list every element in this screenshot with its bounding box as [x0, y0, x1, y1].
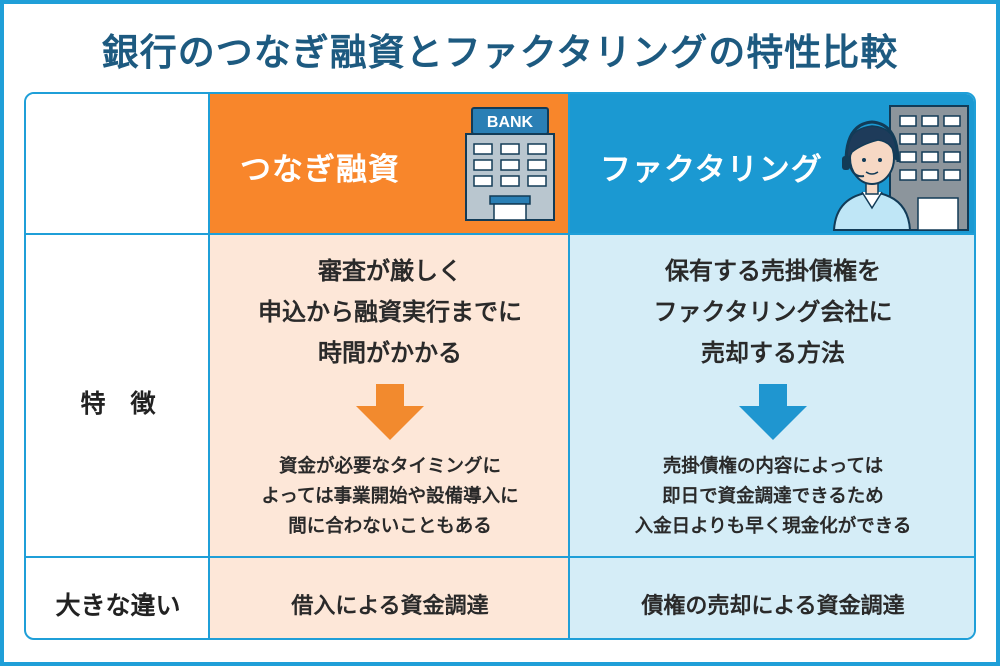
loan-sub-line: よっては事業開始や設備導入に [261, 486, 519, 507]
loan-down-arrow-icon [356, 384, 424, 440]
factoring-down-arrow-icon [739, 384, 807, 440]
header-divider [26, 233, 974, 235]
bank-sign-text: BANK [487, 114, 534, 131]
header-loan-title: つなぎ融資 [240, 152, 400, 188]
label-column-divider [208, 94, 210, 638]
bank-building-icon: BANK [465, 107, 555, 221]
factoring-main-line: 保有する売掛債権を [665, 257, 881, 285]
loan-sub-line: 資金が必要なタイミングに [278, 456, 501, 477]
page-title: 銀行のつなぎ融資とファクタリングの特性比較 [101, 31, 899, 74]
factoring-sub-line: 売掛債権の内容によっては [662, 456, 884, 477]
loan-sub-line: 間に合わないこともある [288, 516, 492, 537]
operator-with-building-icon [832, 105, 969, 231]
factoring-main-line: 売却する方法 [701, 339, 845, 367]
comparison-table: つなぎ融資 BANK ファクタリング [24, 92, 976, 640]
header-empty-cell [26, 94, 210, 234]
factoring-sub-line: 即日で資金調達できるため [662, 486, 884, 507]
loan-main-text: 審査が厳しく 申込から融資実行までに 時間がかかる [210, 251, 570, 374]
loan-difference-text: 借入による資金調達 [291, 594, 489, 619]
row-divider [26, 556, 974, 558]
features-label: 特 徴 [80, 389, 156, 418]
factoring-difference-text: 債権の売却による資金調達 [641, 594, 905, 619]
header-loan-cell: つなぎ融資 BANK [210, 94, 570, 234]
header-factoring-cell: ファクタリング [570, 94, 974, 234]
loan-main-line: 審査が厳しく [318, 257, 462, 285]
loan-sub-text: 資金が必要なタイミングに よっては事業開始や設備導入に 間に合わないこともある [210, 452, 570, 542]
factoring-sub-line: 入金日よりも早く現金化ができる [634, 516, 912, 537]
loan-main-line: 時間がかかる [318, 339, 462, 367]
header-factoring-title: ファクタリング [600, 152, 823, 188]
middle-column-divider [568, 94, 570, 638]
factoring-sub-text: 売掛債権の内容によっては 即日で資金調達できるため 入金日よりも早く現金化ができ… [570, 452, 974, 542]
difference-label: 大きな違い [55, 591, 181, 620]
factoring-main-text: 保有する売掛債権を ファクタリング会社に 売却する方法 [570, 251, 974, 374]
factoring-main-line: ファクタリング会社に [653, 298, 893, 326]
loan-main-line: 申込から融資実行までに [258, 298, 522, 326]
